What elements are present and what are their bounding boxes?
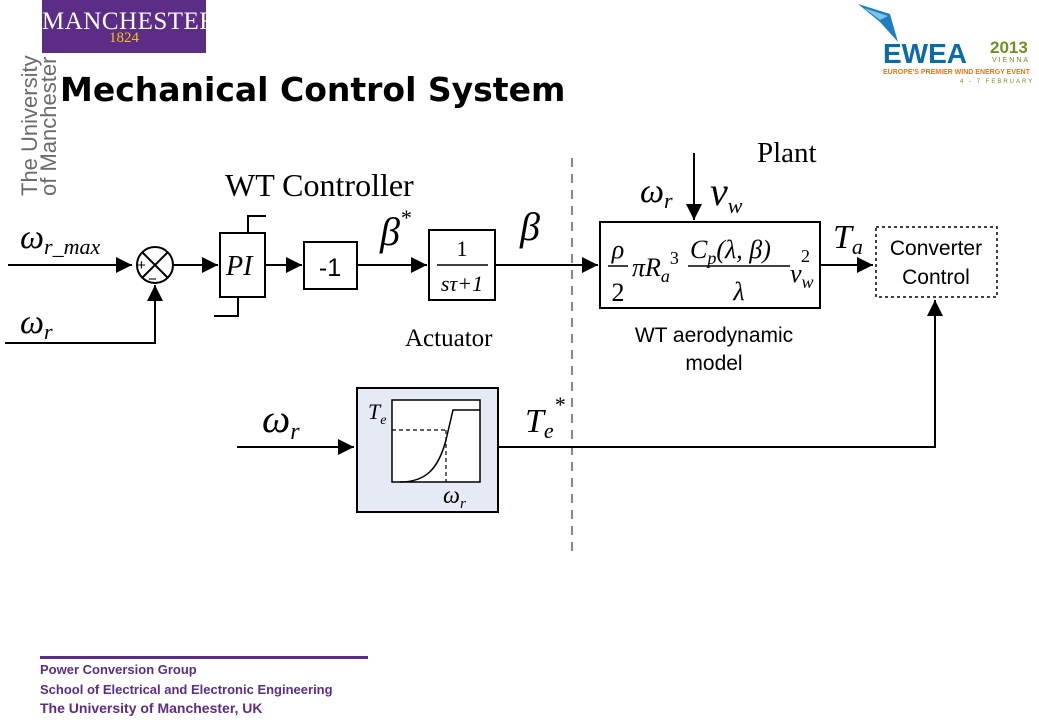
converter-label-line2: Control xyxy=(902,266,970,289)
footer-line2: School of Electrical and Electronic Engi… xyxy=(40,682,333,697)
ewea-logo xyxy=(858,4,898,42)
aero-r-subscript: a xyxy=(661,266,670,286)
te-star-superscript: * xyxy=(554,392,565,417)
converter-label-line1: Converter xyxy=(890,237,982,260)
aero-cp: Cp(λ, β) xyxy=(690,235,771,268)
page-title: Mechanical Control System xyxy=(60,70,566,109)
ewea-tagline: EUROPE'S PREMIER WIND ENERGY EVENT xyxy=(883,69,1031,76)
pi-block-label: PI xyxy=(225,251,254,282)
aero-model-block xyxy=(599,221,821,309)
aero-cp-args: (λ, β) xyxy=(716,235,771,264)
pi-saturation-upper xyxy=(247,215,266,233)
torque-to-converter-signal xyxy=(498,300,943,448)
aero-two: 2 xyxy=(612,278,625,307)
omega-r-lower-subscript: r xyxy=(290,419,300,445)
omega-r-feedback-signal xyxy=(5,285,163,344)
footer-line1: Power Conversion Group xyxy=(40,662,197,677)
aero-v-subscript: w xyxy=(802,272,814,292)
omega-r-input-symbol: ωr xyxy=(20,304,53,344)
aero-pi-r: πRa3 xyxy=(632,248,679,286)
beta-star-symbol: β* xyxy=(379,205,411,254)
aero-v: vw xyxy=(790,259,814,292)
beta-star-superscript: * xyxy=(400,205,411,230)
curve-te-subscript: e xyxy=(380,413,386,428)
wt-controller-label: WT Controller xyxy=(225,167,414,203)
aero-model-label-line2: model xyxy=(685,352,742,375)
plant-omega-r-subscript: r xyxy=(664,188,673,213)
ewea-year: 2013 xyxy=(990,38,1028,57)
aero-rho: ρ xyxy=(611,235,624,264)
omega-r-max-symbol: ωr_max xyxy=(20,219,100,259)
plant-omega-r-symbol: ωr xyxy=(640,173,673,213)
torque-lookup-plot-area xyxy=(391,399,481,483)
ewea-dates: 4 - 7 FEBRUARY xyxy=(960,79,1035,85)
te-star-symbol: Te* xyxy=(525,392,565,443)
beta-symbol: β xyxy=(519,204,540,249)
actuator-label: Actuator xyxy=(405,325,493,352)
sum-minus-sign: − xyxy=(148,271,157,288)
ewea-wordmark: EWEA xyxy=(883,38,967,69)
ta-symbol: Ta xyxy=(833,219,863,259)
manchester-logo: MANCHESTER 1824 xyxy=(42,0,217,53)
ewea-logo-swoosh xyxy=(858,4,898,42)
ewea-logo-swoosh-light xyxy=(864,8,888,20)
aero-cp-subscript: p xyxy=(705,248,716,268)
gain-block-label: -1 xyxy=(319,254,341,282)
sum-plus-sign: + xyxy=(137,257,146,274)
footer-divider xyxy=(40,656,368,659)
aero-v-superscript: 2 xyxy=(801,246,810,266)
actuator-tf-numerator: 1 xyxy=(457,236,468,261)
manchester-logo-name: MANCHESTER xyxy=(42,8,217,35)
omega-r-lower-symbol: ωr xyxy=(262,396,300,445)
aero-lambda: λ xyxy=(732,277,744,306)
summing-junction-cross-b xyxy=(141,251,169,279)
footer-line3: The University of Manchester, UK xyxy=(40,700,263,716)
plant-label: Plant xyxy=(757,137,817,169)
omega-r-input-subscript: r xyxy=(44,319,53,344)
curve-te-symbol: Te xyxy=(368,399,386,428)
manchester-logo-year: 1824 xyxy=(109,30,139,46)
converter-control-block xyxy=(875,226,998,298)
wind-speed-symbol: vw xyxy=(710,169,743,218)
actuator-tf-denominator: sτ+1 xyxy=(441,271,483,296)
curve-omega-r-subscript: r xyxy=(460,496,466,512)
wind-speed-subscript: w xyxy=(728,193,743,218)
aero-model-label-line1: WT aerodynamic xyxy=(635,324,793,347)
te-star-subscript: e xyxy=(544,418,554,443)
gain-block xyxy=(303,241,358,290)
pi-saturation-lower xyxy=(214,297,239,317)
ewea-city: VIENNA xyxy=(992,57,1031,64)
ta-subscript: a xyxy=(852,234,863,259)
omega-r-max-subscript: r_max xyxy=(44,234,100,259)
aero-r-cube: 3 xyxy=(670,248,679,268)
curve-omega-r-symbol: ωr xyxy=(443,483,466,512)
